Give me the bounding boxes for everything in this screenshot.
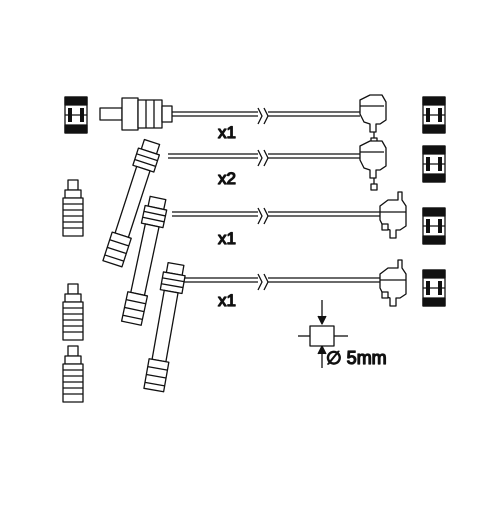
wire-4-distributor-connector: [379, 259, 407, 307]
wire-4-qty-label: x1: [218, 291, 236, 310]
wire-2-qty-label: x2: [218, 169, 236, 188]
diameter-callout: ∅ 5mm: [298, 300, 387, 369]
wire-4-right-boot: [422, 269, 446, 307]
wire-1-coil-connector: [99, 97, 173, 131]
wire-2: x2: [101, 137, 446, 268]
wire-1-distributor-connector: [359, 94, 387, 145]
plug-connector-1: [62, 179, 84, 237]
wire-3-right-boot: [422, 207, 446, 245]
wire-3: x1: [119, 191, 446, 327]
wire-1-right-boot: [422, 96, 446, 134]
wire-3-qty-label: x1: [218, 229, 236, 248]
wire-1: x1: [64, 94, 446, 145]
wire-2-right-boot: [422, 145, 446, 183]
plug-connector-2: [62, 283, 84, 341]
wire-2-distributor-connector: [359, 140, 387, 191]
wire-1-left-boot: [64, 96, 88, 134]
wire-1-qty-label: x1: [218, 123, 236, 142]
wire-4: x1: [142, 259, 446, 393]
wire-3-distributor-connector: [379, 191, 407, 239]
plug-connector-3: [62, 345, 84, 403]
wire-4-plug-boot: [142, 261, 188, 393]
diameter-label: ∅ 5mm: [326, 348, 387, 368]
